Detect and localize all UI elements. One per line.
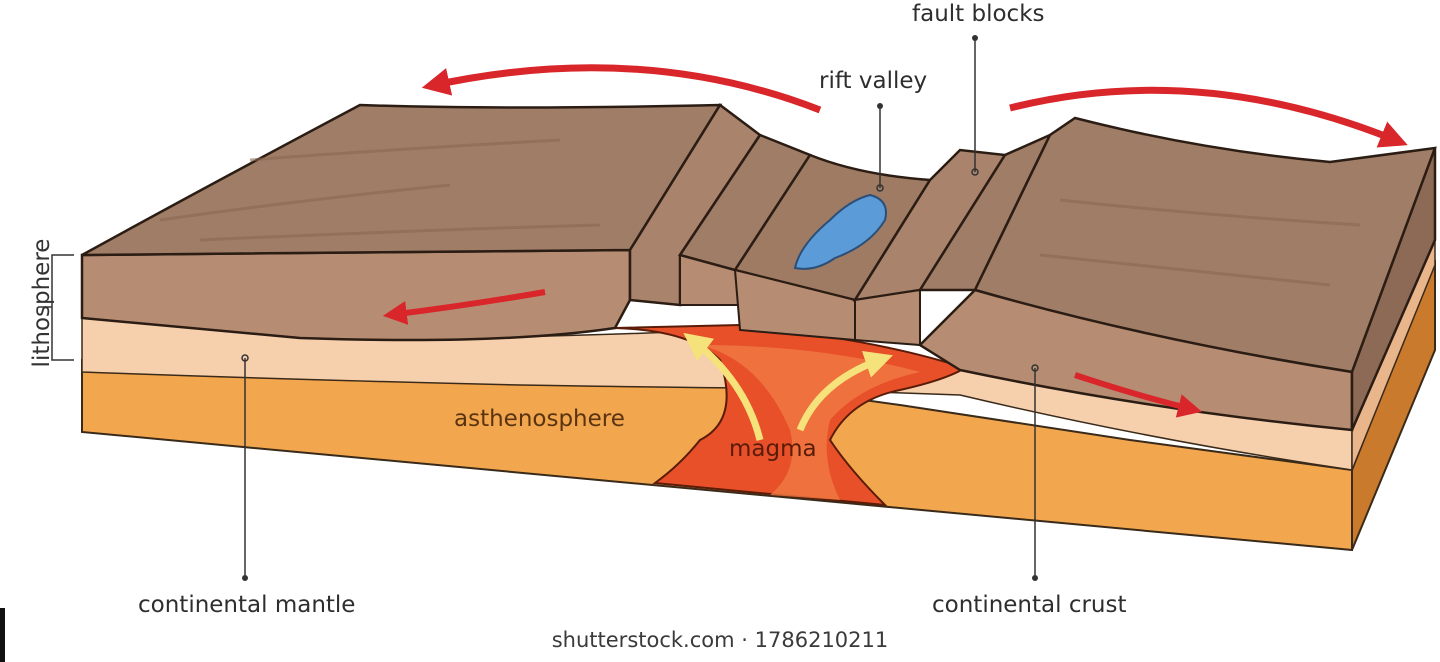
magma-flow-arrow-right xyxy=(796,351,893,432)
fault-block-right-1-front xyxy=(854,288,921,347)
label-asthenosphere: asthenosphere xyxy=(454,406,625,432)
left-crust-top xyxy=(81,103,723,257)
magma-flow-arrow-left xyxy=(683,332,764,441)
leader-continental-crust-dot xyxy=(1032,575,1038,581)
left-crust-front xyxy=(80,248,632,342)
divergence-arrow-top-right xyxy=(1009,86,1408,148)
divergence-arrow-mid-right xyxy=(1074,372,1202,418)
left-crust-top-texture xyxy=(159,138,601,242)
divergence-arrow-mid-left xyxy=(382,289,546,325)
credit-site: shutterstock.com xyxy=(551,628,735,652)
label-continental-mantle: continental mantle xyxy=(138,592,356,618)
continental-mantle-layer xyxy=(81,317,1353,471)
label-magma: magma xyxy=(729,436,817,462)
lithosphere-bracket xyxy=(38,254,74,361)
rift-lake xyxy=(793,193,887,270)
label-rift-valley: rift valley xyxy=(819,68,928,94)
right-crust-side xyxy=(1350,147,1437,431)
edge-mark xyxy=(0,608,5,662)
label-continental-crust: continental crust xyxy=(932,592,1127,618)
leader-rift-valley-dot xyxy=(877,103,883,109)
credit-separator: · xyxy=(741,628,748,652)
leader-rift-valley-end xyxy=(876,184,884,192)
credit-image-number: 1786210211 xyxy=(754,628,889,652)
magma-glow xyxy=(700,345,920,500)
label-lithosphere: lithosphere xyxy=(29,238,55,368)
divergence-arrow-top-left xyxy=(421,64,822,114)
right-crust-top-texture xyxy=(1039,198,1361,287)
leader-continental-mantle-dot xyxy=(242,575,248,581)
label-fault-blocks: fault blocks xyxy=(912,1,1045,27)
leader-continental-mantle-end xyxy=(241,354,249,362)
leader-fault-blocks-end xyxy=(971,168,979,176)
leader-fault-blocks-dot xyxy=(972,35,978,41)
leader-continental-crust-end xyxy=(1031,364,1039,372)
image-credit: shutterstock.com · 1786210211 xyxy=(0,628,1440,652)
